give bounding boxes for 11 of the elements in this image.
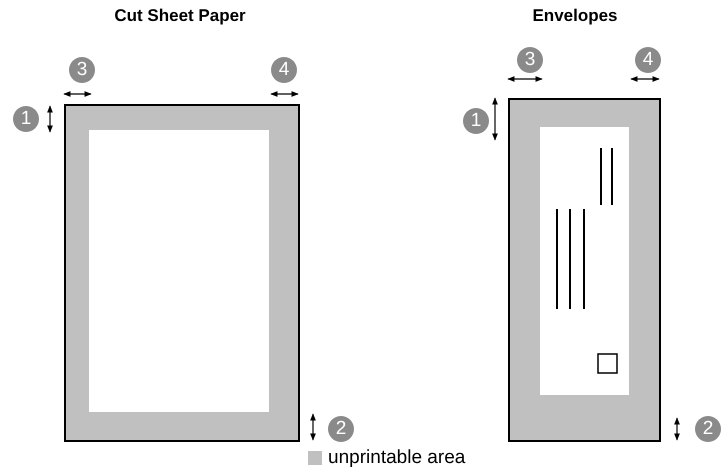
legend-text: unprintable area xyxy=(328,447,466,469)
callout-number: 2 xyxy=(328,416,354,442)
callout-number: 2 xyxy=(695,416,721,442)
callout-number: 4 xyxy=(635,47,661,73)
callout-number: 4 xyxy=(271,57,297,83)
sheet-title: Envelopes xyxy=(531,6,619,26)
callout-number: 3 xyxy=(69,57,95,83)
callout-number: 1 xyxy=(13,106,39,132)
callout-number: 1 xyxy=(463,108,489,134)
callout-number: 3 xyxy=(517,47,543,73)
sheet-title: Cut Sheet Paper xyxy=(113,6,247,26)
